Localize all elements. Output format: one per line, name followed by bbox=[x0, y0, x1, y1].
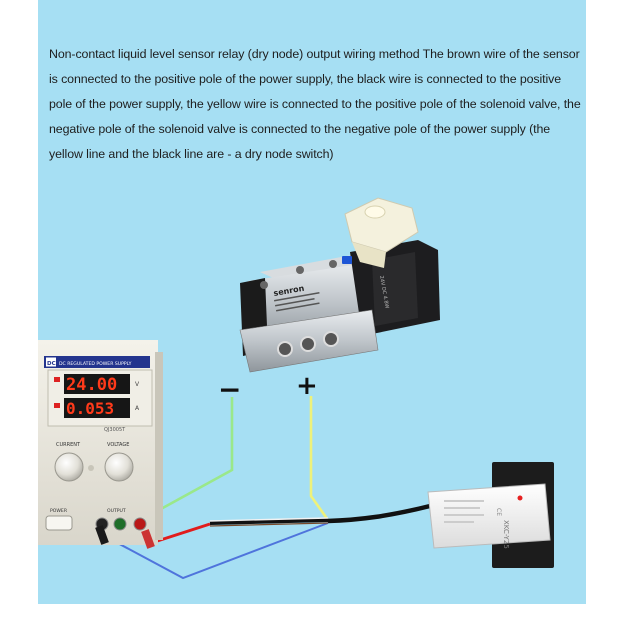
connector-neck bbox=[352, 242, 386, 268]
current-display bbox=[64, 398, 130, 418]
dc-power-supply: DC DC REGULATED POWER SUPPLY 24.00 V 0.0… bbox=[38, 340, 163, 549]
wiring-description: Non-contact liquid level sensor relay (d… bbox=[49, 47, 581, 161]
black-wire bbox=[209, 518, 329, 525]
connector-cap bbox=[364, 205, 386, 219]
psu-side bbox=[155, 352, 163, 540]
coil-label-text: 24V DC 4.8W bbox=[378, 275, 390, 309]
valve-port-1 bbox=[277, 341, 293, 357]
terminal-ground bbox=[113, 517, 127, 531]
current-unit: A bbox=[135, 405, 140, 412]
cc-indicator bbox=[54, 403, 60, 408]
output-label: OUTPUT bbox=[107, 508, 126, 514]
psu-logo-text: DC bbox=[47, 361, 56, 367]
voltage-display bbox=[64, 374, 130, 394]
bottom-margin bbox=[0, 604, 625, 625]
voltage-knob bbox=[104, 452, 134, 482]
power-label: POWER bbox=[50, 508, 68, 514]
psu-model: QJ3005T bbox=[104, 427, 126, 433]
valve-negative-sign: − bbox=[218, 373, 241, 406]
voltage-reading: 24.00 bbox=[66, 375, 117, 395]
psu-header-bar bbox=[44, 356, 150, 368]
blue-wire bbox=[111, 522, 329, 580]
valve-port-top-3 bbox=[329, 260, 337, 268]
cv-indicator bbox=[54, 377, 60, 382]
liquid-level-sensor: XKC-Y25 CE bbox=[427, 462, 554, 568]
red-wire bbox=[147, 522, 211, 546]
power-button bbox=[45, 515, 73, 531]
black-probe-plug bbox=[95, 525, 109, 545]
yellow-wire bbox=[309, 396, 330, 521]
sensor-indicator-led bbox=[517, 495, 523, 501]
sensor-label-lines bbox=[444, 500, 484, 523]
solenoid-valve: 24V DC 4.8W senron bbox=[239, 197, 440, 373]
brown-wire bbox=[209, 522, 329, 527]
manual-override-button bbox=[342, 256, 352, 264]
sensor-model: XKC-Y25 bbox=[502, 520, 510, 549]
red-probe-plug bbox=[141, 529, 155, 549]
current-reading: 0.053 bbox=[66, 399, 114, 418]
sensor-cable bbox=[327, 503, 431, 524]
terminal-positive bbox=[133, 517, 147, 531]
current-knob-label: CURRENT bbox=[56, 442, 81, 448]
psu-header-text: DC REGULATED POWER SUPPLY bbox=[59, 361, 132, 367]
sensor-ce-mark: CE bbox=[495, 508, 502, 516]
voltage-knob-label: VOLTAGE bbox=[107, 442, 129, 448]
valve-port-top-1 bbox=[260, 281, 268, 289]
coil-label-plate bbox=[372, 252, 418, 326]
valve-spec-lines bbox=[273, 292, 320, 312]
valve-port-2 bbox=[300, 336, 316, 352]
voltage-unit: V bbox=[135, 381, 140, 388]
psu-led bbox=[88, 465, 94, 471]
valve-port-top-2 bbox=[296, 266, 304, 274]
psu-logo bbox=[46, 357, 56, 367]
valve-port-3 bbox=[323, 331, 339, 347]
valve-positive-sign: + bbox=[296, 371, 318, 401]
current-knob bbox=[54, 452, 84, 482]
white-wire bbox=[209, 517, 329, 522]
